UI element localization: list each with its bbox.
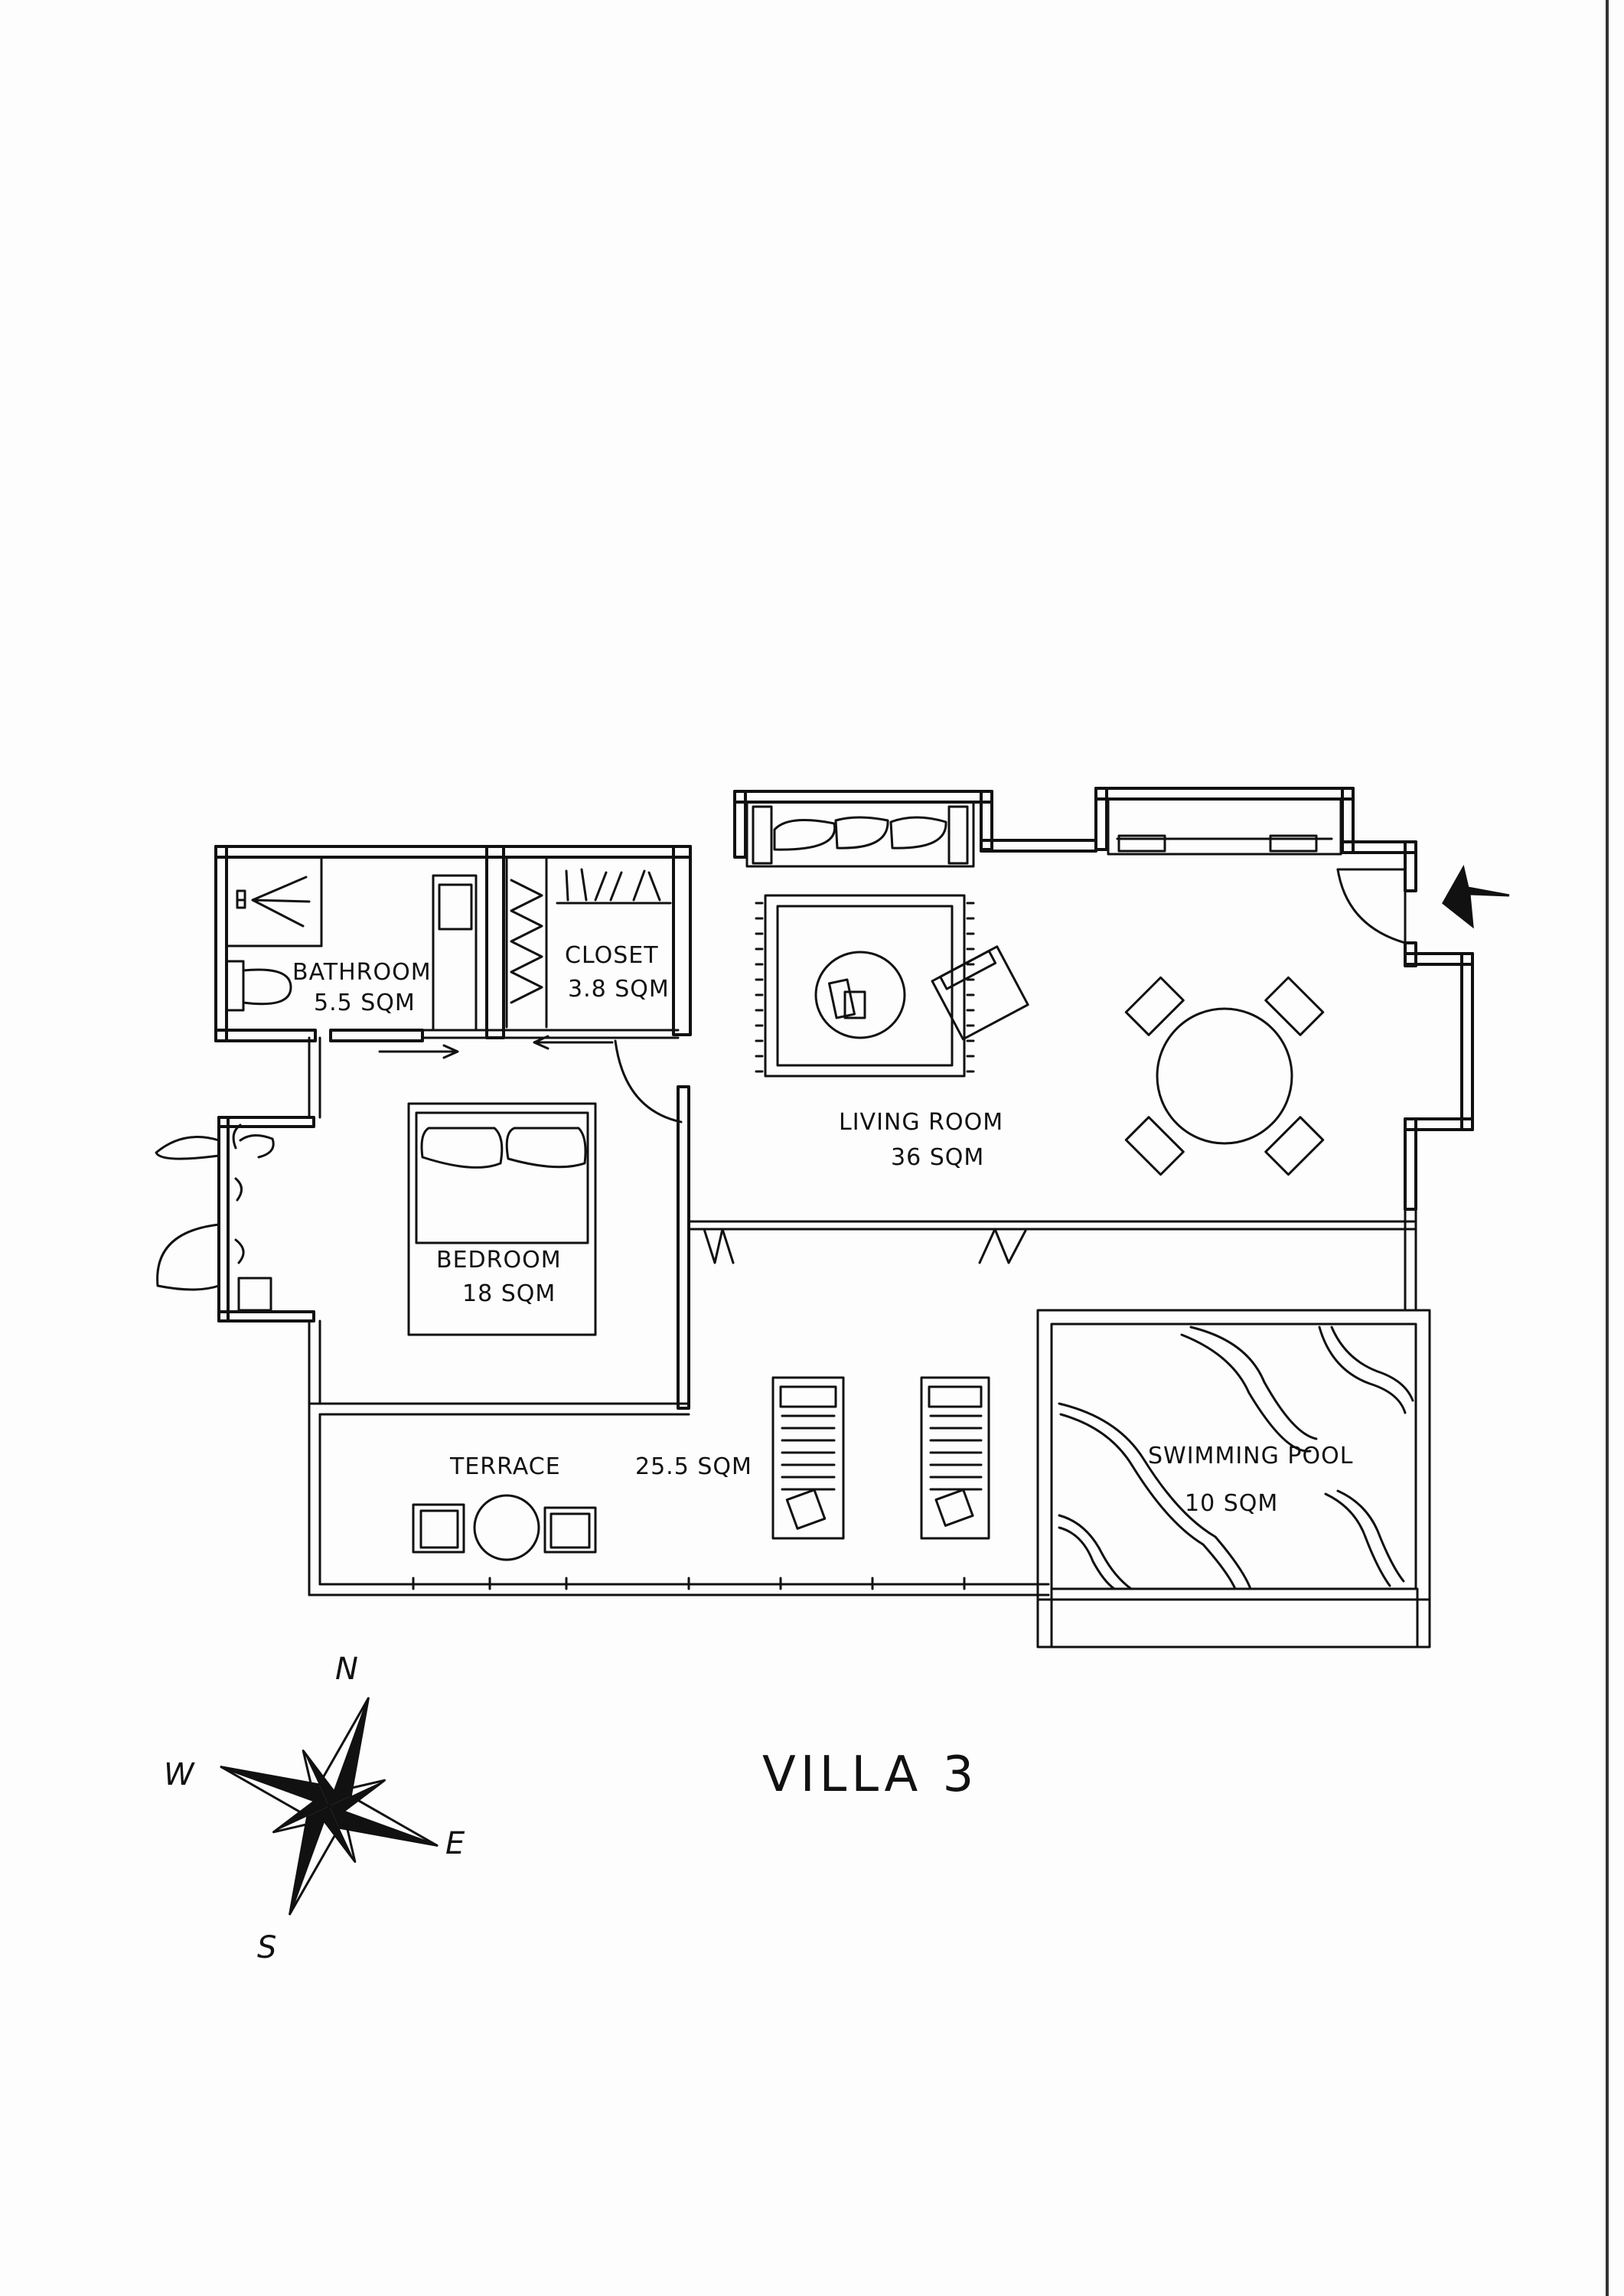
closet-fixtures — [505, 856, 672, 1029]
plan-title: VILLA 3 — [762, 1746, 978, 1803]
rug-fringe — [755, 902, 975, 1073]
compass-w: W — [164, 1757, 195, 1792]
compass-n: N — [335, 1652, 359, 1687]
pool-name: SWIMMING POOL — [1148, 1443, 1353, 1469]
walls — [214, 787, 1474, 1410]
compass-s: S — [257, 1930, 277, 1965]
bedroom-area: 18 SQM — [462, 1280, 556, 1307]
room-labels: BATHROOM 5.5 SQM CLOSET 3.8 SQM LIVING R… — [292, 942, 1353, 1517]
living-room-furniture — [745, 797, 1342, 1176]
living-room-area: 36 SQM — [891, 1144, 984, 1171]
pool-area: 10 SQM — [1185, 1490, 1278, 1517]
swimming-pool — [1036, 1309, 1431, 1649]
bedroom-furniture — [232, 1102, 597, 1336]
outline-lines — [308, 1029, 1417, 1596]
closet-name: CLOSET — [565, 942, 659, 969]
living-room-name: LIVING ROOM — [839, 1109, 1003, 1136]
terrace-name: TERRACE — [449, 1453, 561, 1480]
doors — [155, 868, 1407, 1291]
terrace-area: 25.5 SQM — [635, 1453, 752, 1480]
compass-e: E — [445, 1826, 465, 1861]
sheet-edge — [1606, 0, 1609, 2296]
compass-rose-icon: N E S W — [164, 1652, 465, 1965]
closet-area: 3.8 SQM — [568, 976, 670, 1003]
bathroom-fixtures — [225, 856, 478, 1032]
terrace-furniture — [412, 1376, 990, 1590]
bathroom-area: 5.5 SQM — [314, 990, 416, 1016]
bathroom-name: BATHROOM — [292, 959, 432, 986]
entrance-arrow-icon — [1442, 864, 1510, 929]
bedroom-name: BEDROOM — [436, 1247, 562, 1274]
